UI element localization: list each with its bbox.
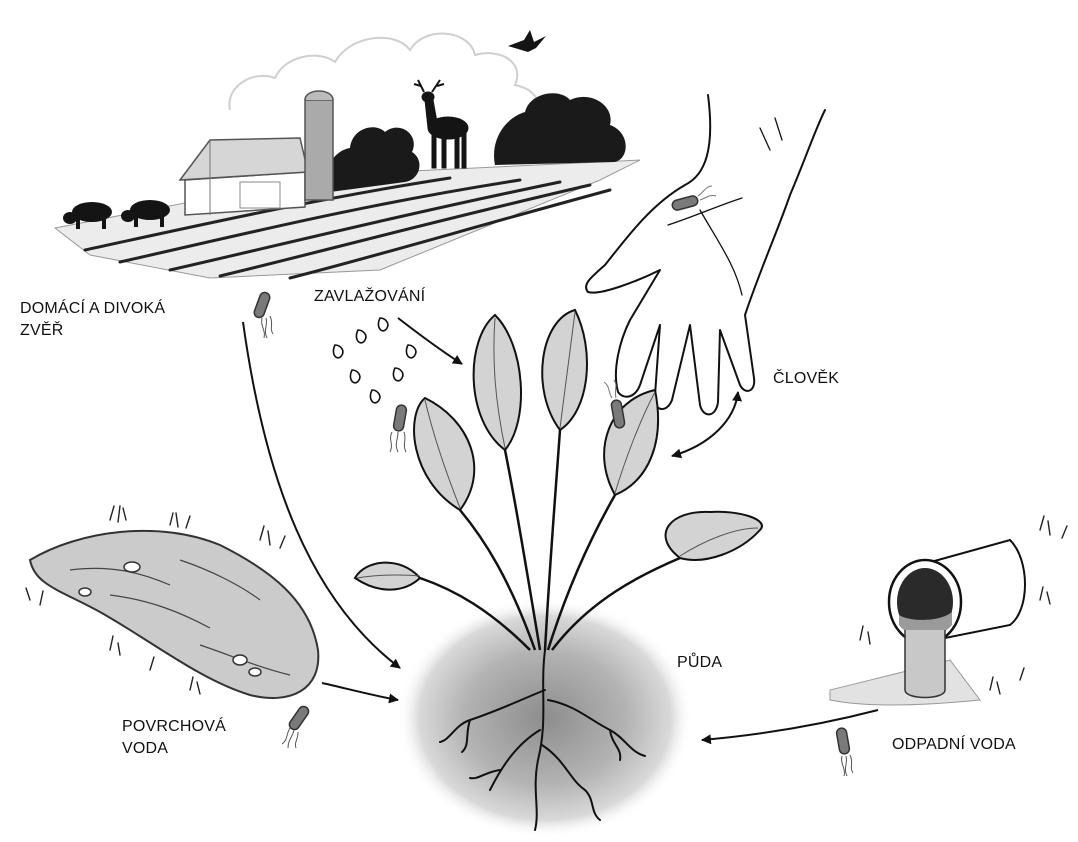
label-surface-water-line2: VODA (122, 738, 226, 760)
bacterium-waste-water (836, 727, 853, 776)
arrow-waste-water-to-soil (702, 710, 878, 740)
label-irrigation: ZAVLAŽOVÁNÍ (314, 286, 425, 308)
silo (305, 91, 333, 200)
label-animals-line1: DOMÁCÍ A DIVOKÁ (20, 298, 165, 320)
irrigation-drops (333, 318, 415, 403)
cloud-outline (229, 34, 538, 120)
barn (180, 138, 308, 215)
farm-scene (55, 30, 640, 278)
leaf-top-left (474, 315, 521, 450)
deer (414, 80, 468, 168)
label-waste-water: ODPADNÍ VODA (892, 734, 1016, 756)
leaf-top-right (542, 310, 587, 430)
label-soil: PŮDA (677, 652, 722, 674)
bird (508, 30, 546, 52)
leaf-low-right (666, 512, 762, 560)
bacterium-animals (253, 291, 273, 338)
label-surface-water: POVRCHOVÁ VODA (122, 716, 226, 760)
label-animals: DOMÁCÍ A DIVOKÁ ZVĚŘ (20, 298, 165, 342)
leaf-low-left (355, 563, 420, 590)
bacterium-surface-water (282, 704, 311, 748)
arrow-surface-water-to-soil (322, 683, 398, 700)
label-human: ČLOVĚK (773, 368, 839, 390)
bacterium-irrigation (390, 404, 407, 452)
tree-right (494, 93, 626, 165)
leaf-mid-left (414, 398, 474, 510)
arrow-irrigation-to-plant (398, 318, 462, 364)
label-surface-water-line1: POVRCHOVÁ (122, 716, 226, 738)
waste-pipe (830, 516, 1067, 705)
stream (26, 506, 318, 698)
label-animals-line2: ZVĚŘ (20, 320, 165, 342)
